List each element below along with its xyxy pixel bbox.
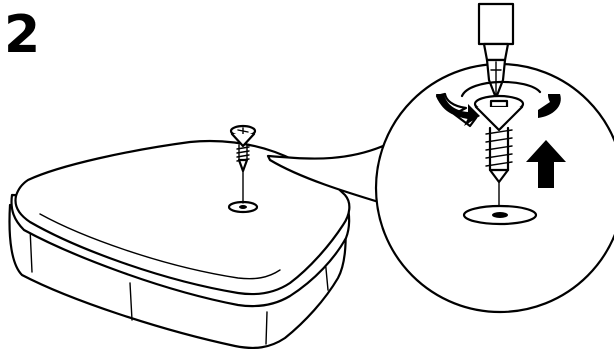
lidded-box-icon [8,124,351,349]
box-crease-3 [265,311,268,345]
step-number: 2 [4,5,40,65]
box-crease-1 [29,227,33,273]
lid-top [14,139,351,296]
screw-threads [485,129,513,167]
lid-screw-hole-center [239,205,247,209]
upward-arrow-icon [526,140,566,188]
screw-point [488,168,510,184]
large-screw-icon [473,94,525,184]
phillips-screwdriver-icon [477,2,515,100]
screw-countersink [474,105,524,132]
screwdriver-handle [477,2,515,46]
clockwise-rotation-arrow-icon [435,80,561,128]
rotation-arc-back [460,80,542,98]
rotation-arrow-left-fill [436,94,480,126]
magnified-hole-center [492,212,508,218]
box-crease-2 [129,282,133,321]
screwdriver-collar [482,42,510,62]
screw-head-slot [489,99,509,109]
screw-icon [229,124,257,173]
lid-inner-edge [39,213,281,280]
rotation-arrow-right-fill [538,94,561,118]
